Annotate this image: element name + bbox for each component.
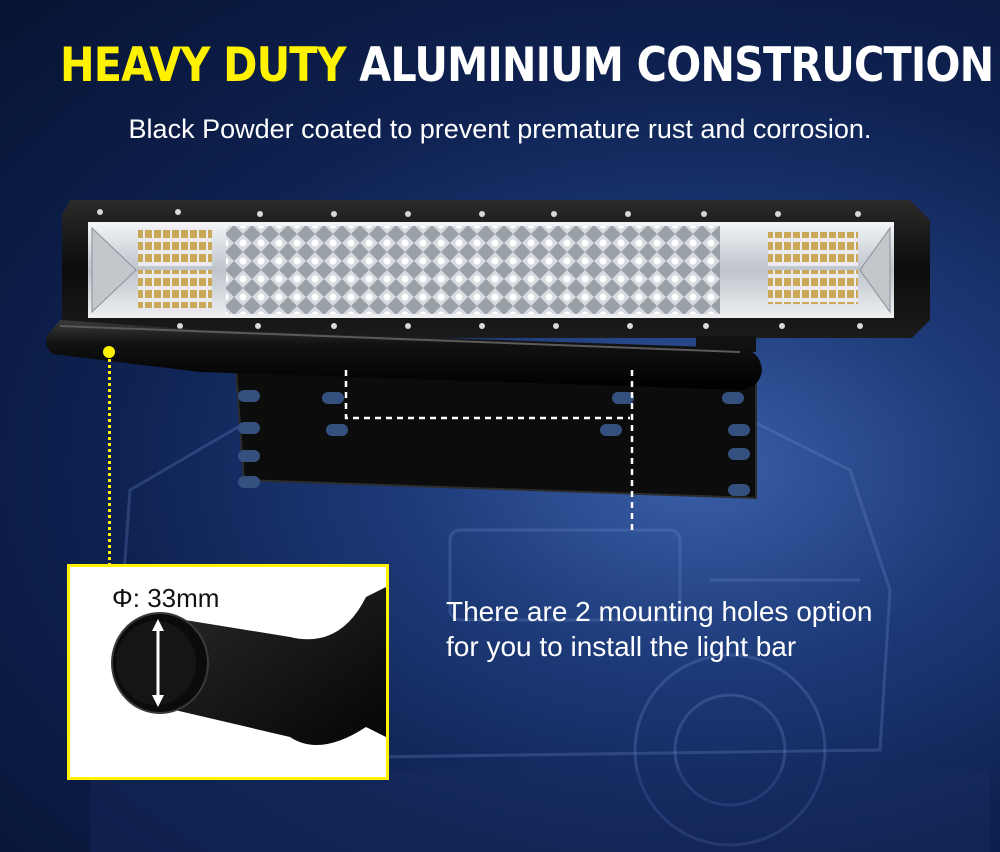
mounting-holes-caption: There are 2 mounting holes option for yo… (446, 594, 873, 664)
tube-diameter-detail: Φ: 33mm (67, 564, 389, 780)
headline: HEAVY DUTY ALUMINIUM CONSTRUCTION (60, 38, 994, 94)
caption-line-1: There are 2 mounting holes option (446, 596, 873, 627)
tube-cross-section-image (111, 587, 386, 745)
diameter-label: Φ: 33mm (112, 583, 220, 613)
headline-highlight: HEAVY DUTY (60, 38, 347, 93)
caption-line-2: for you to install the light bar (446, 631, 797, 662)
subtitle: Black Powder coated to prevent premature… (128, 114, 872, 144)
leader-line (108, 352, 111, 566)
background-car-image (90, 363, 990, 852)
headline-rest: ALUMINIUM CONSTRUCTION (359, 38, 994, 93)
light-bar-bracket-image (46, 200, 930, 530)
